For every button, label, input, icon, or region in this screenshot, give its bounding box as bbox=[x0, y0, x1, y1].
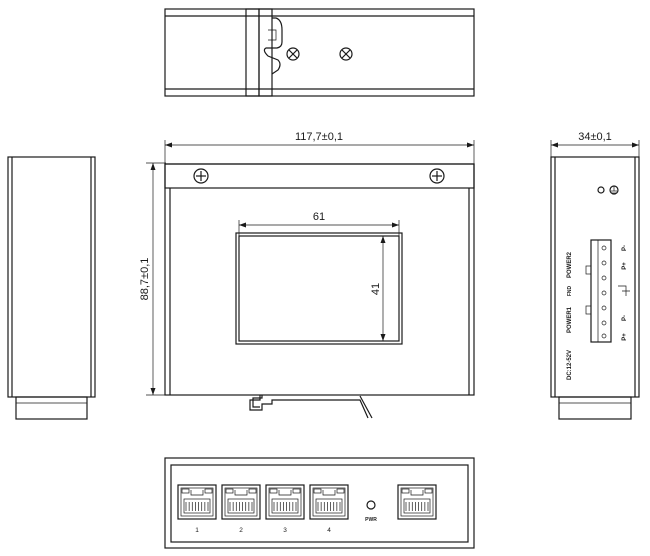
pin-label: P- bbox=[622, 315, 628, 321]
screw-icon bbox=[193, 168, 209, 184]
din-rail-clip bbox=[245, 8, 283, 97]
width-dimension: 117,7±0,1 bbox=[295, 131, 343, 143]
port-number: 1 bbox=[195, 527, 199, 534]
svg-text:2: 2 bbox=[239, 527, 243, 534]
port-number: 4 bbox=[327, 527, 331, 534]
voltage-label: DC:12-52V bbox=[567, 350, 573, 380]
front-view: 117,7±0,1 88,7±0,1 bbox=[139, 131, 475, 419]
svg-text:3: 3 bbox=[283, 527, 287, 534]
pin-label: P+ bbox=[622, 262, 628, 270]
din-clip-bottom bbox=[249, 395, 373, 419]
port-number: 2 bbox=[239, 527, 243, 534]
pin-label: P+ bbox=[622, 333, 628, 341]
power2-label: POWER2 bbox=[567, 251, 573, 278]
port-number: 3 bbox=[283, 527, 287, 534]
svg-text:4: 4 bbox=[327, 527, 331, 534]
right-side-view: 34±0,1 POWER2 FND bbox=[550, 131, 640, 420]
ground-icon bbox=[597, 185, 619, 195]
screw-icon bbox=[429, 168, 445, 184]
power1-label: POWER1 bbox=[567, 306, 573, 333]
pwr-led bbox=[366, 500, 376, 510]
height-dimension: 88,7±0,1 bbox=[139, 258, 151, 301]
terminal-block bbox=[585, 239, 630, 343]
left-side-view bbox=[7, 156, 96, 420]
port-view: PWR 1 2 3 4 bbox=[164, 457, 475, 549]
top-view bbox=[164, 8, 475, 97]
rj45-uplink-port bbox=[397, 484, 437, 520]
window-width-dimension: 61 bbox=[313, 211, 325, 223]
pwr-label: PWR bbox=[365, 517, 377, 523]
rj45-port-1 bbox=[177, 484, 217, 520]
pin-label: P- bbox=[622, 245, 628, 251]
screw-icon bbox=[286, 47, 300, 61]
window-height-dimension: 41 bbox=[370, 283, 382, 295]
label-window bbox=[235, 232, 403, 345]
fnd-label: FND bbox=[567, 285, 573, 296]
rj45-port-3 bbox=[265, 484, 305, 520]
svg-text:1: 1 bbox=[195, 527, 199, 534]
screw-icon bbox=[339, 47, 353, 61]
rj45-port-2 bbox=[221, 484, 261, 520]
rj45-port-4 bbox=[309, 484, 349, 520]
depth-dimension: 34±0,1 bbox=[578, 131, 612, 143]
